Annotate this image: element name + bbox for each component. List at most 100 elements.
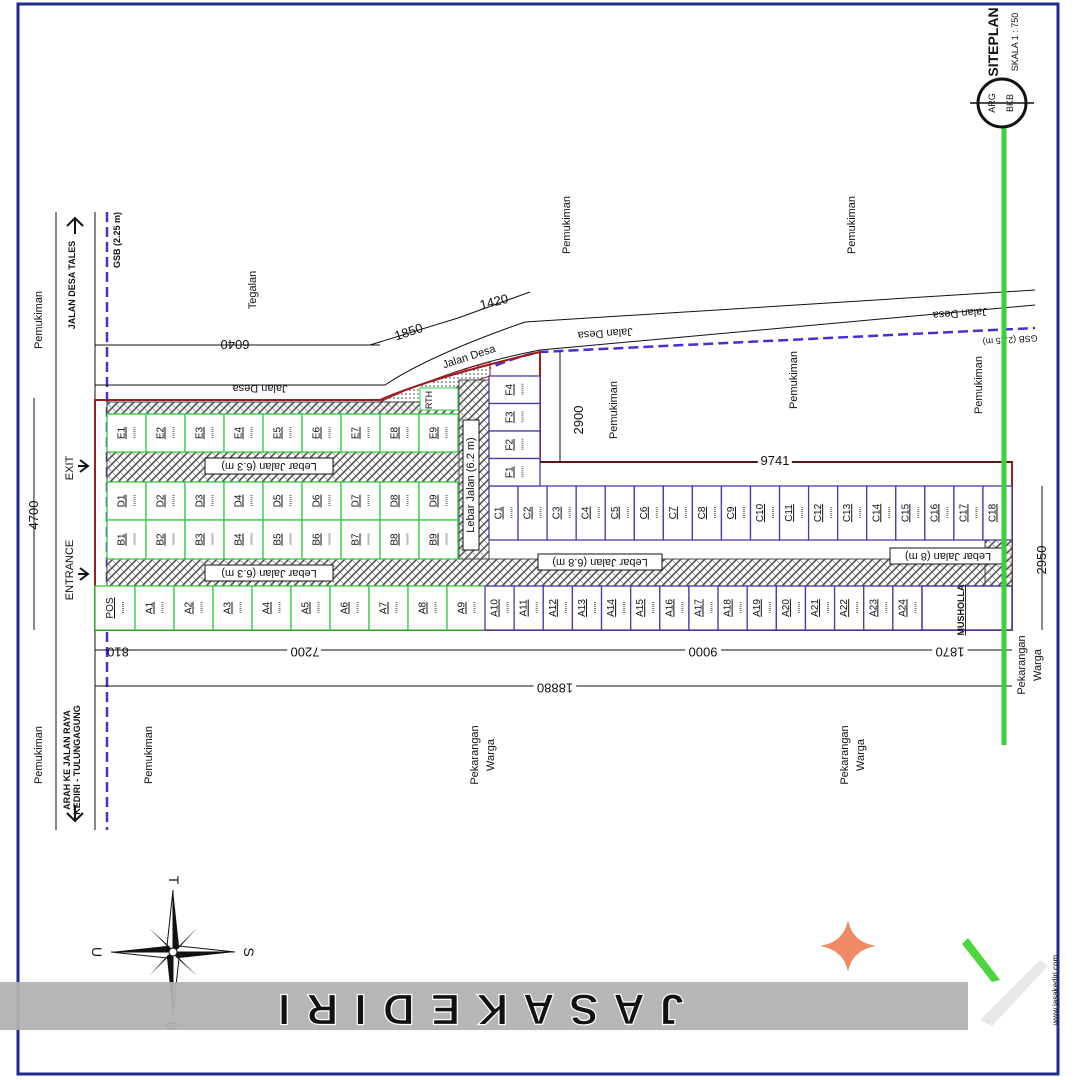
lot-a9: A9	[446, 585, 487, 631]
watermark-side: www.jasakediri.com	[1051, 955, 1060, 1027]
lot-label: A9	[457, 601, 468, 614]
lot-c10: C10	[749, 485, 781, 541]
lot-a11: A11	[513, 585, 544, 631]
lot-d8: D8	[379, 481, 420, 521]
lot-label: A1	[145, 601, 156, 614]
lot-f3: F3	[488, 402, 541, 432]
lot-a23: A23	[863, 585, 894, 631]
lot-label: A15	[635, 599, 646, 617]
pemukiman-top-1: Pemukiman	[561, 196, 573, 254]
compass-north: T	[166, 876, 182, 885]
watermark-text: J A S A K E D I R I	[276, 984, 684, 1033]
lebar-top-box: Lebar Jalan (6.3 m)	[204, 457, 334, 475]
lot-outline	[145, 481, 186, 521]
jalan-desa-4: Jalan Desa	[931, 305, 988, 321]
lot-a13: A13	[571, 585, 603, 631]
lot-label: B8	[390, 533, 401, 546]
lot-label: A17	[694, 599, 705, 617]
tegalan-label: Tegalan	[247, 271, 259, 310]
lot-label: C7	[668, 506, 679, 519]
jalan-desa-tales-label: JALAN DESA TALES	[67, 241, 77, 330]
lot-label: C12	[813, 503, 824, 522]
lot-c2: C2	[517, 485, 548, 541]
lot-outline	[106, 519, 147, 560]
dim-1850-line	[369, 317, 459, 346]
lot-outline	[982, 485, 1013, 541]
lot-outline	[778, 485, 810, 541]
lot-b5: B5	[262, 519, 303, 560]
lot-outline	[807, 485, 839, 541]
lebar-bottom: Lebar Jalan (6.3 m)	[221, 567, 316, 579]
lot-c16: C16	[924, 485, 955, 541]
siteplan-title: SITEPLAN	[985, 7, 1001, 76]
dim-1850: 1850	[393, 320, 425, 343]
lot-c8: C8	[691, 485, 723, 541]
lot-outline	[262, 413, 303, 453]
lot-label: E1	[117, 426, 128, 439]
lot-label: D4	[234, 494, 245, 507]
lot-label: A12	[548, 599, 559, 617]
lot-label: A7	[379, 601, 390, 614]
lot-label: A10	[490, 599, 501, 617]
lot-label: B7	[351, 533, 362, 546]
lot-e6: E6	[301, 413, 342, 453]
lot-label: D6	[312, 494, 323, 507]
lot-outline	[517, 485, 548, 541]
lot-c13: C13	[837, 485, 868, 541]
pekarangan-2-l2: Warga	[855, 738, 867, 771]
lot-b9: B9	[418, 519, 459, 560]
pemukiman-mid-1: Pemukiman	[608, 381, 620, 439]
jalan-desa-edge-2	[95, 289, 1036, 386]
lot-a5: A5	[290, 585, 331, 631]
lot-label: POS	[105, 597, 116, 618]
lot-c18: C18	[982, 485, 1013, 541]
lot-outline	[379, 413, 420, 453]
lot-outline	[184, 519, 225, 560]
lot-label: D9	[429, 494, 440, 507]
lot-outline	[106, 481, 147, 521]
lot-outline	[223, 519, 264, 560]
lot-outline	[630, 585, 661, 631]
lot-label: C4	[581, 506, 592, 519]
lot-outline	[368, 585, 409, 631]
lot-outline	[418, 413, 459, 453]
lot-label: E7	[351, 426, 362, 439]
lot-label: D3	[195, 494, 206, 507]
lot-label: D1	[117, 494, 128, 507]
lot-a15: A15	[630, 585, 661, 631]
lot-a17: A17	[688, 585, 719, 631]
lot-outline	[546, 485, 577, 541]
lot-label: B9	[429, 533, 440, 546]
lot-label: D7	[351, 494, 362, 507]
lebar-mid-box: Lebar Jalan (6.8 m)	[537, 553, 663, 571]
lot-outline	[94, 585, 136, 631]
lot-label: E8	[390, 426, 401, 439]
lot-c17: C17	[953, 485, 984, 541]
lot-label: A22	[839, 599, 850, 617]
lot-c11: C11	[778, 485, 810, 541]
compass-west: U	[89, 947, 105, 957]
lot-f1: F1	[488, 457, 541, 487]
lot-e1: E1	[106, 413, 147, 453]
exit-label: EXIT	[64, 455, 76, 480]
arrow-down-icon	[66, 805, 84, 823]
lot-label: A19	[752, 599, 763, 617]
lot-d9: D9	[418, 481, 459, 521]
lot-outline	[600, 585, 632, 631]
lot-outline	[251, 585, 292, 631]
lot-label: A4	[262, 601, 273, 614]
lot-a19: A19	[746, 585, 777, 631]
lot-d7: D7	[340, 481, 381, 521]
musholla-label: MUSHOLLA	[956, 584, 966, 635]
lot-label: C9	[726, 506, 737, 519]
lot-label: A21	[810, 599, 821, 617]
lot-outline	[340, 519, 381, 560]
lot-b6: B6	[301, 519, 342, 560]
lebar-right: Lebar Jalan (8 m)	[905, 550, 991, 562]
lot-label: A8	[418, 601, 429, 614]
pekarangan-1-l2: Warga	[485, 738, 497, 771]
lot-label: B2	[156, 533, 167, 546]
lot-outline	[106, 413, 147, 453]
lot-label: C16	[929, 503, 940, 522]
lot-label: A3	[223, 601, 234, 614]
